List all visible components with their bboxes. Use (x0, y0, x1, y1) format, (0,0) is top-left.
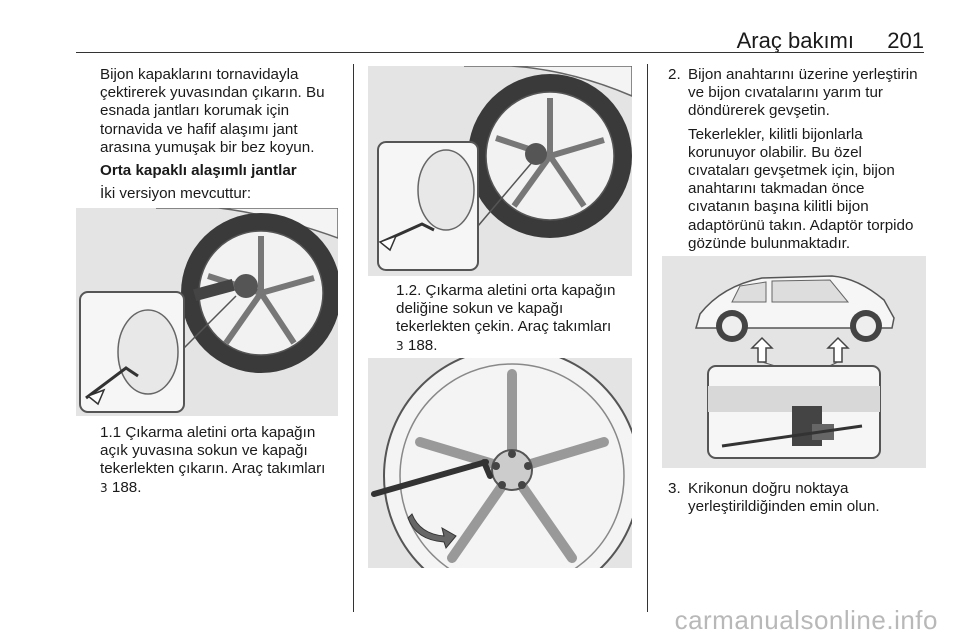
reference-arrow-icon: 3 (100, 480, 108, 495)
figure-car-jack-points (662, 256, 926, 468)
step-3-text: Krikonun doğru noktaya yerleştirildiğind… (688, 480, 880, 516)
wheel-illustration-1 (76, 208, 338, 416)
page-number: 201 (887, 28, 924, 53)
figure-wheel-cap-removal-2 (368, 66, 632, 276)
column-divider-2 (647, 64, 648, 612)
step-2-note: Tekerlekler, kilitli bijonlarla korunuyo… (688, 125, 914, 252)
step-2-number: 2. (668, 66, 681, 83)
column-1-text: Bijon kapaklarını tornavidayla çektirere… (100, 66, 345, 208)
caption-1-1: 1.1 Çıkarma aletini orta kapağın açık yu… (100, 424, 345, 497)
alloy-wheel-illustration (368, 358, 632, 568)
step-3-number: 3. (668, 480, 681, 497)
reference-page: 188. (111, 478, 142, 496)
car-jack-illustration (662, 256, 926, 468)
column-divider-1 (353, 64, 354, 612)
figure-alloy-wheel-lever (368, 358, 632, 568)
wheel-illustration-2 (368, 66, 632, 276)
step-2-text: Bijon anahtarını üzerine yerleştirin ve … (688, 66, 918, 120)
page-header: Araç bakımı 201 (0, 24, 960, 54)
step-2: 2. Bijon anahtarını üzerine yerleştirin … (668, 66, 926, 253)
figure-wheel-cap-removal-1 (76, 208, 338, 416)
watermark: carmanualsonline.info (674, 605, 938, 635)
section-title: Araç bakımı (736, 28, 854, 53)
reference-page: 188. (407, 336, 438, 354)
intro-paragraph: Bijon kapaklarını tornavidayla çektirere… (100, 66, 325, 156)
section-heading: Orta kapaklı alaşımlı jantlar (100, 162, 297, 180)
versions-line: İki versiyon mevcuttur: (100, 185, 252, 203)
header-rule (76, 52, 924, 53)
step-3: 3. Krikonun doğru noktaya yerleştirildiğ… (668, 480, 926, 516)
caption-1-1-text: 1.1 Çıkarma aletini orta kapağın açık yu… (100, 424, 326, 478)
caption-1-2-text: 1.2. Çıkarma aletini orta kapağın deliği… (396, 282, 616, 336)
caption-1-2: 1.2. Çıkarma aletini orta kapağın deliği… (396, 282, 636, 355)
reference-arrow-icon: 3 (396, 338, 404, 353)
